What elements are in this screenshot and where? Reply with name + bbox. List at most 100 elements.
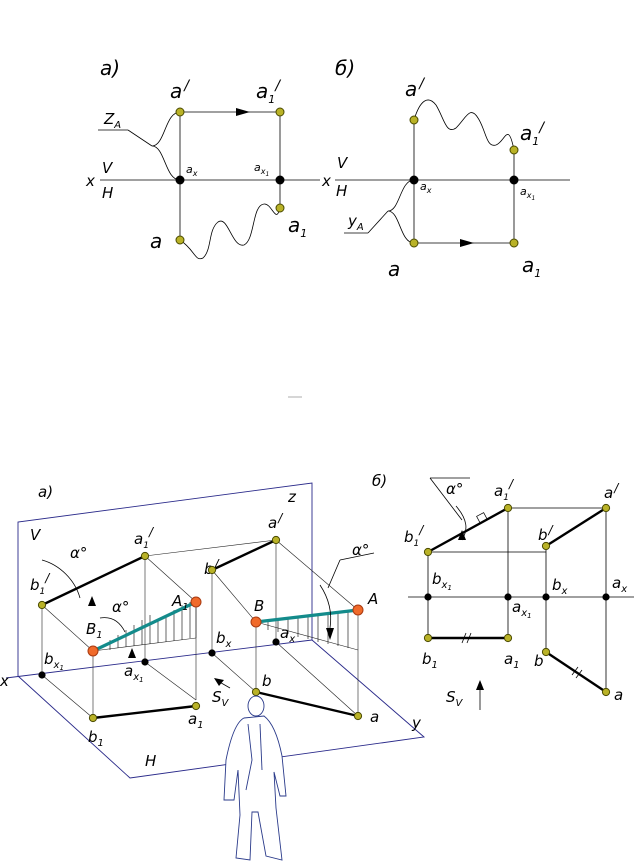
leader-alpha (429, 477, 463, 521)
point-A1 (190, 596, 202, 608)
label-a: a (150, 229, 162, 253)
point-a1 (509, 238, 519, 248)
point-a-prime (175, 107, 185, 117)
connector-ax-a (275, 641, 359, 717)
tick-mark (461, 632, 467, 644)
panel-label-top-b: б) (335, 56, 355, 80)
point-bx (208, 649, 216, 657)
arrow-head-icon (460, 239, 474, 247)
break-curve-horizontal (179, 203, 281, 260)
label-a: a (388, 257, 400, 281)
point-ax1 (504, 593, 512, 601)
point-a-prime (601, 503, 611, 513)
arrow-up-icon (476, 680, 484, 690)
arrow-down-icon (326, 628, 334, 640)
point-b1 (423, 633, 433, 643)
point-a1-prime (503, 503, 513, 513)
label-h: H (145, 752, 156, 770)
right-angle-mark (476, 512, 488, 524)
brace-ya (387, 179, 415, 244)
connector-b1 (41, 604, 94, 652)
point-a1 (503, 633, 513, 643)
point-a1-prime (275, 107, 285, 117)
label-alpha-1: α° (70, 544, 87, 562)
angle-arc-3 (319, 584, 332, 629)
observer-figure-icon (223, 695, 287, 861)
label-ax1: ax1 (254, 161, 269, 178)
point-a1 (191, 701, 201, 711)
point-b-prime (541, 541, 551, 551)
angle-arc-2 (99, 617, 126, 633)
segment-bprime-aprime (545, 506, 607, 548)
label-b1-prime: b1/ (404, 523, 425, 549)
segment-bprime-aprime (211, 538, 277, 572)
break-curve-frontal (413, 99, 515, 151)
bottom-panel-b: б) α° a1/ a/ b1/ b/ (372, 472, 634, 710)
point-bx1 (424, 593, 432, 601)
panel-label-top-a: а) (100, 56, 120, 80)
connector-b (211, 569, 257, 623)
label-A: A (367, 590, 378, 608)
tick-mark (571, 666, 579, 676)
point-ax (409, 175, 419, 185)
segment-b1prime-a1prime (427, 506, 509, 554)
segment-b-a (545, 651, 607, 693)
label-z: z (287, 488, 297, 506)
angle-arc-1 (41, 559, 81, 599)
label-b: b (262, 672, 272, 690)
plane-v (17, 482, 313, 676)
label-ax: ax (186, 163, 198, 178)
label-a1-prime: a1/ (520, 120, 545, 148)
label-a-prime: a/ (604, 481, 620, 502)
top-panel-b: б) a/ a1/ V H x ax ax1 yA a a1 (321, 56, 570, 281)
label-a: a (370, 708, 379, 726)
tick-mark (466, 632, 472, 644)
point-b1 (88, 713, 98, 723)
label-h: H (102, 184, 113, 202)
point-ax (272, 638, 280, 646)
hatch-right (255, 612, 359, 651)
segment-b1-a1 (92, 704, 197, 720)
label-v: V (102, 159, 114, 177)
panel-label-bottom-a: а) (38, 483, 53, 501)
label-ax1: ax1 (512, 598, 532, 620)
label-alpha-2: α° (112, 598, 129, 616)
label-a-prime: a/ (405, 76, 425, 101)
label-h: H (336, 182, 347, 200)
panel-label-bottom-b: б) (372, 472, 387, 490)
point-a (353, 711, 363, 721)
label-a-prime: a/ (170, 78, 190, 103)
point-b (251, 687, 261, 697)
arrow-up-icon (458, 530, 466, 540)
leader-za (127, 129, 153, 147)
segment-b1prime-a1prime (41, 554, 146, 607)
label-y: y (411, 714, 422, 732)
label-b: b (534, 652, 544, 670)
point-b (541, 647, 551, 657)
connector-bx-b (211, 652, 257, 693)
label-sv: SV (446, 688, 464, 709)
label-bx1: bx1 (432, 570, 452, 592)
label-ya: yA (347, 212, 364, 233)
label-x: x (0, 672, 9, 690)
point-bx1 (38, 671, 46, 679)
label-a1: a1 (522, 253, 541, 280)
label-ax1: ax1 (124, 662, 144, 684)
tick-mark (575, 669, 583, 679)
arrow-up-icon (88, 596, 96, 606)
true-length-BA (255, 608, 359, 624)
label-A1: A1 (171, 592, 189, 613)
point-ax (602, 593, 610, 601)
label-sv: SV (212, 688, 230, 709)
brace-za (151, 111, 181, 181)
point-a (601, 687, 611, 697)
label-B1: B1 (86, 620, 103, 641)
connector-top (144, 539, 277, 557)
top-panel-a: а) a/ a1/ ZA V H x ax ax1 a a1 (85, 56, 320, 260)
label-bx1: bx1 (44, 650, 64, 672)
point-a1 (275, 203, 285, 213)
label-a1-prime: a1/ (134, 525, 155, 551)
point-b-prime (207, 565, 217, 575)
label-a1: a1 (288, 213, 307, 240)
connector-ax1-a1 (144, 661, 197, 701)
